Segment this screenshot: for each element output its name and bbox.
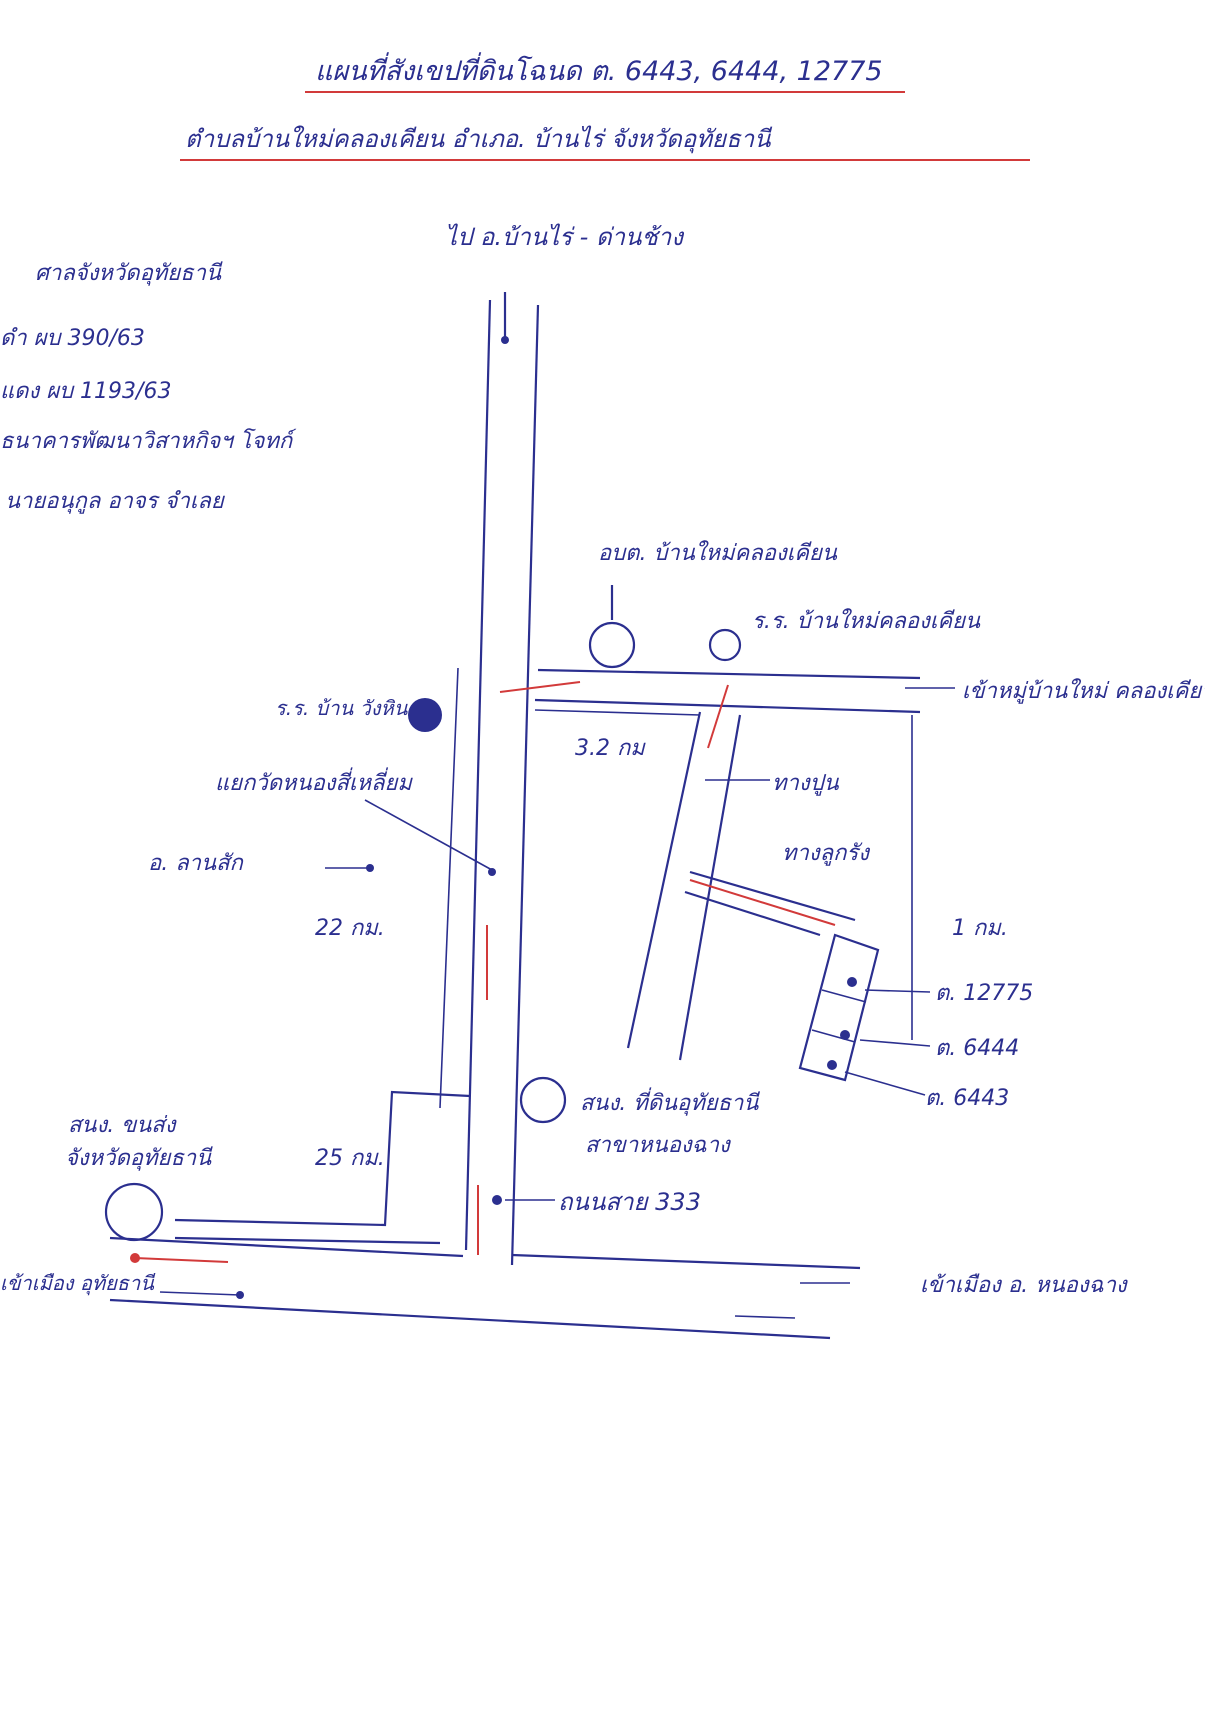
highway-north-edge [109, 1236, 464, 1258]
highway-south-edge [109, 1298, 831, 1340]
highway-red-arrow [134, 1257, 229, 1263]
junction-dot [488, 868, 496, 876]
transport-office-label-1: สนง. ขนส่ง [68, 1113, 178, 1138]
to-nongchang-label: เข้าเมือง อ. หนองฉาง [920, 1273, 1129, 1298]
obt-marker [588, 621, 636, 669]
north-arrow-dot [501, 336, 509, 344]
parcel-divider-2 [811, 1029, 856, 1043]
concrete-road-edge-b [678, 714, 742, 1061]
dist-22-bracket [439, 667, 459, 1109]
dirt-road-label: ทางลูกรัง [782, 841, 871, 866]
transport-branch-road-inner [174, 1236, 441, 1245]
parcel-12775-pointer [864, 989, 931, 993]
school-top-marker [708, 628, 742, 662]
school-left-marker [408, 698, 442, 732]
parcel-6444-label: ต. 6444 [935, 1036, 1019, 1061]
junction-label: แยกวัดหนองสี่เหลี่ยม [215, 767, 413, 796]
dist-3-bracket [534, 709, 701, 716]
main-road-west-edge [464, 299, 492, 1251]
map-subtitle: ตำบลบ้านใหม่คลองเคียน อำเภอ. บ้านไร่ จัง… [185, 125, 772, 154]
village-road-red-arrow [499, 681, 581, 693]
dist-25-label: 25 กม. [315, 1146, 385, 1171]
school-top-label: ร.ร. บ้านใหม่คลองเคียน [752, 608, 981, 634]
to-nongchang-return-arrow [734, 1315, 796, 1319]
to-city-arrow [159, 1291, 241, 1296]
land-office-label-1: สนง. ที่ดินอุทัยธานี [580, 1087, 760, 1116]
transport-branch-road [174, 1090, 471, 1227]
case-red-no: แดง ผบ 1193/63 [0, 379, 171, 404]
parcel-6443-pointer [844, 1071, 926, 1096]
village-road-north-edge [537, 668, 921, 680]
concrete-road-edge-a [626, 711, 702, 1049]
parcel-divider-1 [821, 989, 867, 1003]
case-defendant: นายอนุกูล อาจร จำเลย [5, 489, 226, 514]
dist-22-label: 22 กม. [315, 916, 385, 941]
parcel-6443-marker [827, 1060, 837, 1070]
highway-333-dot [492, 1195, 502, 1205]
highway-333-label: ถนนสาย 333 [558, 1188, 701, 1216]
dist-3-label: 3.2 กม [575, 736, 646, 761]
main-road-east-edge [510, 304, 540, 1266]
parcel-12775-label: ต. 12775 [935, 981, 1033, 1006]
junction-pointer [364, 799, 493, 871]
land-office-label-2: สาขาหนองฉาง [585, 1133, 732, 1158]
transport-office-marker [104, 1182, 164, 1242]
parcel-block [798, 933, 880, 1082]
amphoe-west-label: อ. ลานสัก [148, 851, 245, 876]
to-village-label-1: เข้าหมู่บ้านใหม่ คลองเคียน [962, 678, 1205, 704]
case-court: ศาลจังหวัดอุทัยธานี [35, 261, 223, 286]
case-black-no: ดำ ผบ 390/63 [0, 326, 145, 351]
dirt-road-edge-b [684, 890, 821, 937]
village-road-south-edge [534, 698, 921, 714]
case-plaintiff: ธนาคารพัฒนาวิสาหกิจฯ โจทก์ [0, 428, 297, 454]
parcel-12775-marker [847, 977, 857, 987]
parcel-6444-marker [840, 1030, 850, 1040]
to-city-dot [236, 1291, 244, 1299]
concrete-road-red-arrow [707, 684, 729, 749]
dirt-road-red-line [689, 879, 836, 926]
highway-red-dot [130, 1253, 140, 1263]
parcel-6444-pointer [859, 1039, 931, 1047]
parcel-6443-label: ต. 6443 [925, 1086, 1009, 1111]
obt-label: อบต. บ้านใหม่คลองเคียน [598, 540, 838, 566]
dirt-road-edge-a [689, 870, 856, 922]
dist-1-label: 1 กม. [952, 916, 1008, 941]
to-city-label: เข้าเมือง อุทัยธานี [0, 1271, 156, 1296]
school-left-label: ร.ร. บ้าน วังหิน [275, 696, 409, 720]
land-office-marker [519, 1076, 567, 1124]
amphoe-west-dot [366, 864, 374, 872]
concrete-road-label: ทางปูน [772, 771, 840, 796]
transport-office-label-2: จังหวัดอุทัยธานี [65, 1146, 213, 1171]
north-direction-label: ไป อ.บ้านไร่ - ด่านช้าง [445, 223, 685, 251]
map-title: แผนที่สังเขปที่ดินโฉนด ต. 6443, 6444, 12… [315, 52, 883, 87]
highway-north-edge-east [511, 1253, 861, 1270]
